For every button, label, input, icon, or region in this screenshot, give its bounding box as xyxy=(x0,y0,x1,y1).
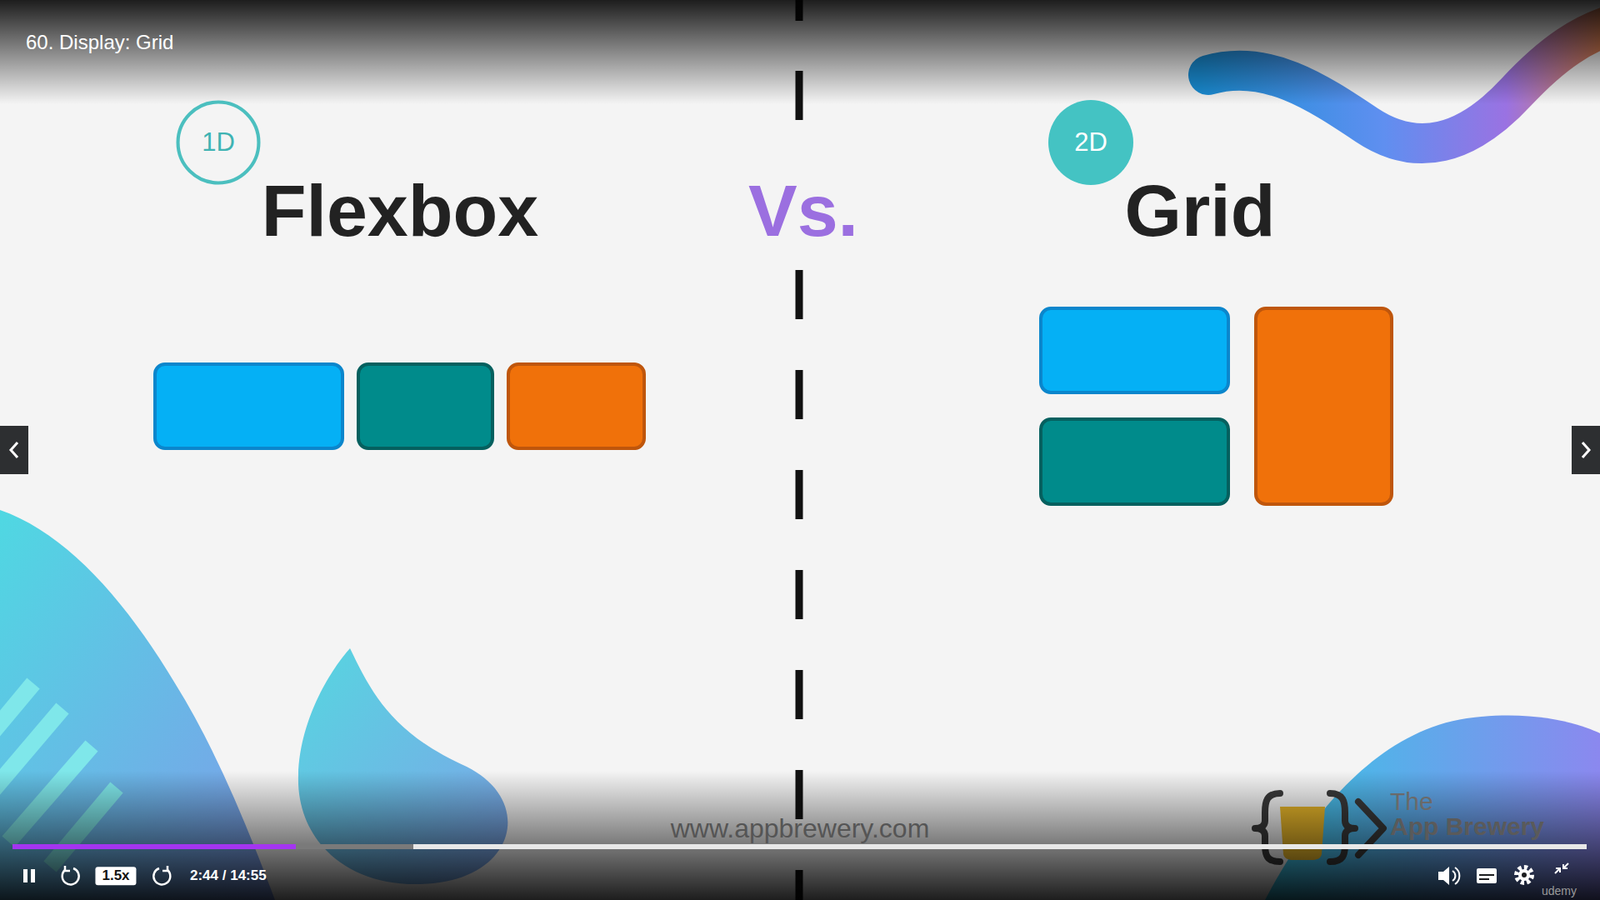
watermark: udemy xyxy=(1541,884,1577,898)
progress-played xyxy=(12,844,296,850)
bottom-fade xyxy=(0,770,1600,900)
rewind-icon xyxy=(62,865,80,885)
pause-icon xyxy=(23,869,35,883)
grid-item xyxy=(1040,308,1229,393)
volume-icon xyxy=(1438,866,1460,885)
logo-text: The xyxy=(1390,787,1434,817)
settings-icon xyxy=(1516,867,1532,883)
grid-item xyxy=(1255,308,1392,505)
badge-circle: 1D xyxy=(175,100,261,185)
speed-button: 1.5x xyxy=(95,866,136,885)
nav-button xyxy=(1571,425,1600,475)
flex-item xyxy=(358,364,493,449)
captions-icon xyxy=(1476,868,1497,884)
badge-circle: 2D xyxy=(1048,100,1134,185)
nav-chevron xyxy=(10,442,18,458)
badge-shape xyxy=(1048,100,1134,185)
logo-text: App Brewery xyxy=(1390,812,1545,842)
forward-icon xyxy=(153,865,170,885)
badge-shape xyxy=(178,102,260,184)
flex-item xyxy=(155,364,343,449)
nav-button xyxy=(0,425,29,475)
time-display: 2:44 / 14:55 xyxy=(190,867,267,885)
fullscreen-icon xyxy=(1555,863,1569,874)
badge-label: 1D xyxy=(201,128,235,157)
badge-label: 2D xyxy=(1074,128,1108,157)
heading: Grid xyxy=(1125,168,1276,253)
top-fade xyxy=(0,0,1600,105)
versus-text: Vs. xyxy=(748,168,859,253)
lecture-title: 60. Display: Grid xyxy=(25,30,174,55)
progress-track xyxy=(12,844,1587,850)
website-url: www.appbrewery.com xyxy=(670,813,930,845)
grid-item xyxy=(1040,419,1229,505)
flex-item xyxy=(508,364,645,449)
nav-chevron xyxy=(1582,442,1590,458)
heading: Flexbox xyxy=(261,168,540,253)
progress-buffer xyxy=(12,844,414,850)
